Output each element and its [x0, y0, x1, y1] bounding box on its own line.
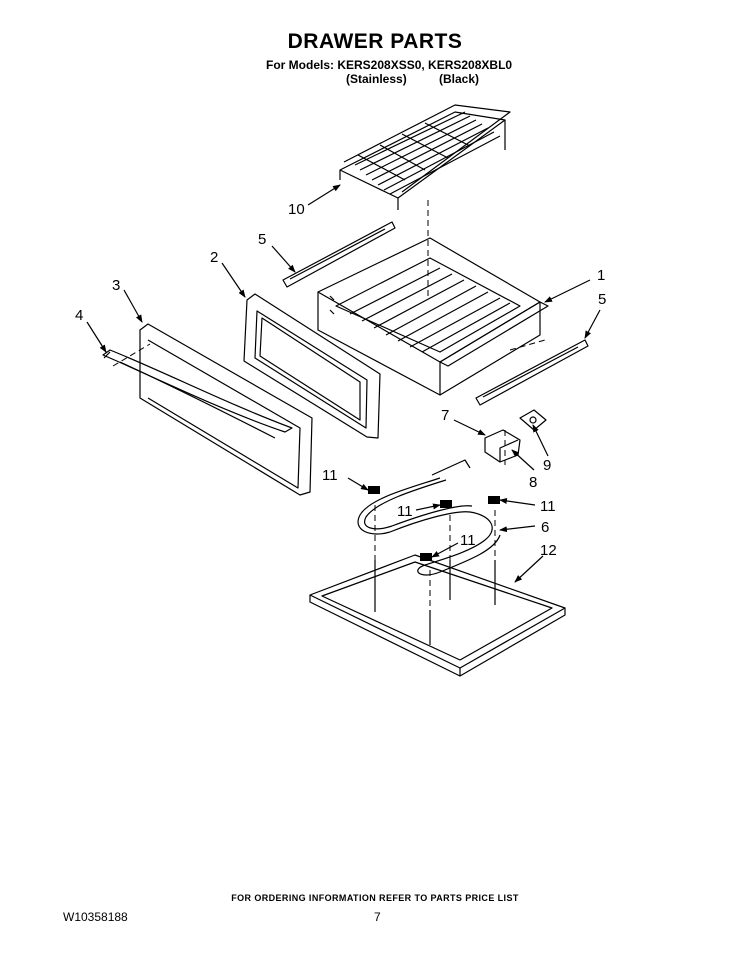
- clips-part: [368, 486, 500, 561]
- heating-element-part: [357, 459, 501, 576]
- callout-1: 1: [597, 267, 605, 284]
- callout-8: 8: [529, 474, 537, 491]
- callout-12: 12: [540, 542, 557, 559]
- callout-4: 4: [75, 307, 83, 324]
- callout-7: 7: [441, 407, 449, 424]
- callout-10: 10: [288, 201, 305, 218]
- variant-black: (Black): [439, 72, 480, 86]
- door-handle-part: [102, 349, 293, 439]
- callout-9: 9: [543, 457, 551, 474]
- bracket-switch-part: [484, 409, 547, 463]
- page-number: 7: [374, 910, 381, 924]
- models-line: For Models: KERS208XSS0, KERS208XBL0: [266, 58, 513, 72]
- callout-11-b: 11: [397, 503, 413, 520]
- callout-5-left: 5: [258, 231, 266, 248]
- callout-6: 6: [541, 519, 549, 536]
- base-tray-part: [309, 554, 566, 677]
- document-number: W10358188: [63, 910, 128, 924]
- page-title: DRAWER PARTS: [287, 30, 463, 53]
- outer-door-panel-part: [139, 323, 313, 496]
- assembly-lines: [112, 200, 546, 610]
- drawer-slide-right-part: [475, 339, 589, 406]
- callout-11-c: 11: [540, 498, 556, 515]
- callout-11-a: 11: [322, 467, 338, 484]
- drawer-slide-left-part: [282, 221, 396, 288]
- callout-5-right: 5: [598, 291, 606, 308]
- leader-lines: [86, 184, 601, 583]
- variant-stainless: (Stainless): [346, 72, 407, 86]
- callout-11-d: 11: [460, 532, 476, 549]
- drawer-body-part: [317, 237, 549, 396]
- inner-door-panel-part: [243, 293, 381, 439]
- screws-part: [374, 560, 496, 645]
- callout-3: 3: [112, 277, 120, 294]
- wire-rack-part: [339, 104, 511, 210]
- callout-2: 2: [210, 249, 218, 266]
- ordering-note: FOR ORDERING INFORMATION REFER TO PARTS …: [231, 893, 519, 903]
